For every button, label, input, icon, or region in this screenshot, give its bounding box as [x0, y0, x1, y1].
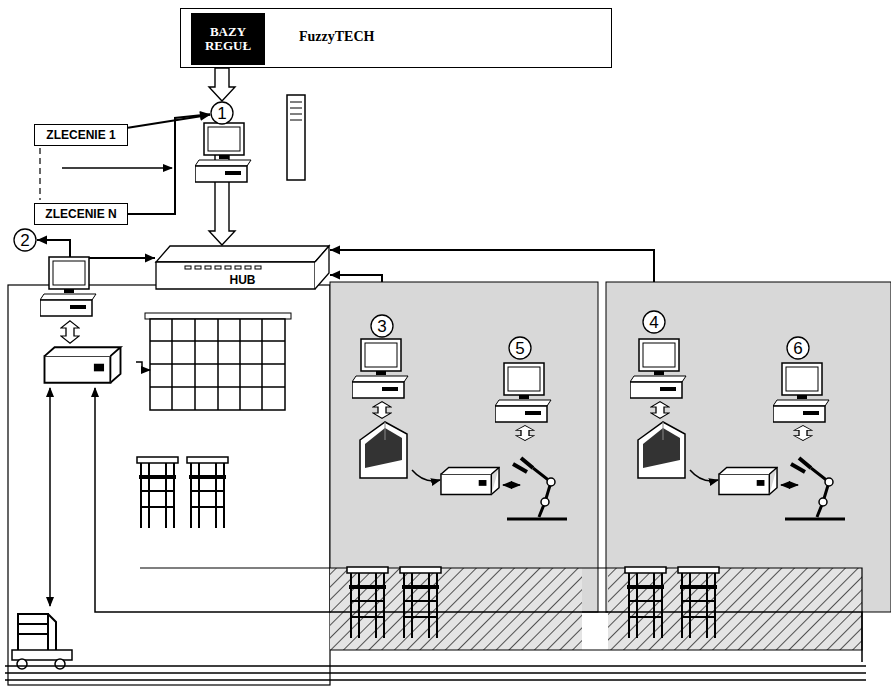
node-label: HUB	[230, 273, 256, 287]
callout-number: 4	[642, 310, 666, 334]
callout-number: 2	[13, 228, 37, 252]
callout-number: 5	[515, 340, 524, 357]
storage-station	[5, 257, 866, 680]
arrowhead	[330, 246, 340, 255]
callout-number: 1	[210, 101, 234, 125]
node-label: ZLECENIE 1	[46, 128, 115, 142]
callout-number: 2	[20, 232, 29, 249]
arrowhead	[200, 111, 211, 120]
callout-number: 1	[217, 105, 226, 122]
callout-number: 3	[370, 314, 394, 338]
callout-number: 4	[649, 314, 658, 331]
arrowhead	[37, 236, 47, 245]
callout-number: 3	[377, 318, 386, 335]
node-label: FuzzyTECH	[299, 29, 374, 45]
machining-station	[625, 339, 845, 638]
station-regions	[8, 282, 891, 685]
arrowhead	[200, 112, 211, 121]
arrowhead	[330, 271, 340, 280]
callout-number: 6	[793, 340, 802, 357]
connector	[209, 68, 235, 101]
machining-station	[347, 339, 567, 638]
connector	[128, 112, 210, 128]
callout-number: 5	[508, 336, 532, 360]
node-label: ZLECENIE N	[45, 207, 116, 221]
rule-base-box: BAZY REGUŁ	[191, 13, 265, 65]
order-box: ZLECENIE N	[34, 203, 128, 225]
node-label: BAZY REGUŁ	[195, 25, 261, 52]
callout-number: 6	[786, 336, 810, 360]
arrowhead	[145, 254, 155, 263]
network-hub: HUB	[155, 245, 330, 290]
system-frame: FuzzyTECH BAZY REGUŁ	[180, 8, 612, 68]
control-computer	[40, 95, 305, 200]
order-box: ZLECENIE 1	[34, 124, 128, 146]
